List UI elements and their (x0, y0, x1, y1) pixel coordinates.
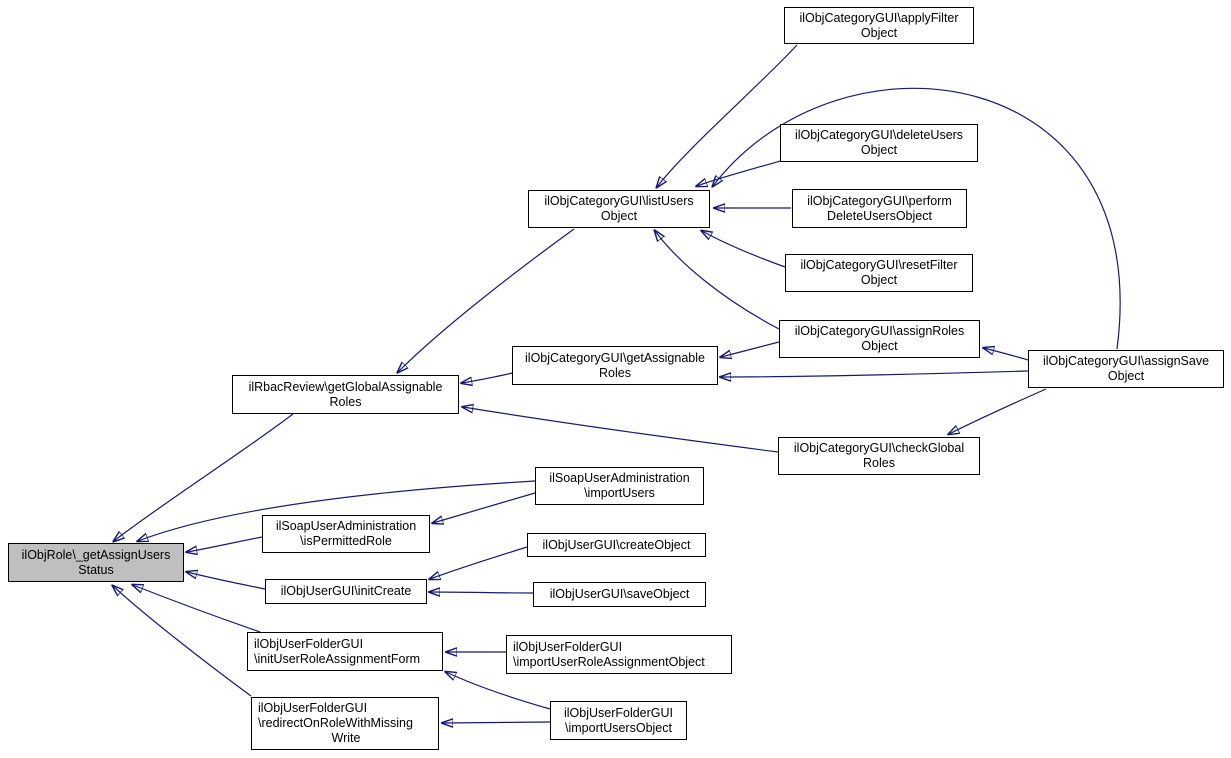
node-label-line: \importUserRoleAssignmentObject (513, 654, 705, 669)
edge-createobject-to-initcreate (430, 546, 528, 579)
edge-inituserrole-to-main (133, 585, 261, 633)
edge-redirectonrole-to-main (113, 586, 252, 697)
node-label-line: ilObjUserFolderGUI (258, 701, 368, 715)
edge-assignroles-to-getassignable (721, 341, 780, 357)
node-ilobjrole-getassignusersstatus: ilObjRole\_getAssignUsers Status (8, 543, 184, 582)
edge-applyfilter-to-listusers (657, 44, 798, 187)
edge-resetfilter-to-listusers (702, 231, 786, 268)
node-inituserroleassignmentform[interactable]: ilObjUserFolderGUI \initUserRoleAssignme… (247, 632, 443, 671)
edge-soapimport-to-soappermitted (433, 492, 536, 523)
node-label-line: \initUserRoleAssignmentForm (254, 651, 421, 666)
node-applyfilterobject[interactable]: ilObjCategoryGUI\applyFilter Object (784, 7, 974, 44)
node-label-line: ilObjUserFolderGUI (254, 636, 364, 651)
node-getassignableroles[interactable]: ilObjCategoryGUI\getAssignable Roles (512, 346, 718, 385)
edge-soappermitted-to-main (187, 536, 263, 552)
edge-assignsave-to-listusers-arc (713, 87, 1121, 350)
node-label-line: Roles (329, 394, 362, 409)
node-label-line: Object (860, 25, 898, 40)
node-label-line: ilObjCategoryGUI\perform (807, 193, 952, 208)
edge-saveobject-to-initcreate (430, 592, 534, 593)
node-label-line: Object (860, 143, 898, 157)
node-label-line: \isPermittedRole (300, 534, 392, 548)
node-label-line: Object (860, 273, 898, 287)
node-performdeleteusersobject[interactable]: ilObjCategoryGUI\perform DeleteUsersObje… (792, 189, 967, 228)
node-assignsaveobject[interactable]: ilObjCategoryGUI\assignSave Object (1028, 350, 1224, 388)
node-label-line: ilSoapUserAdministration (275, 519, 417, 533)
edge-assignsave-to-checkglobal (949, 388, 1047, 434)
edge-initcreate-to-main (187, 572, 266, 590)
edge-rbacreview-to-main (114, 413, 294, 541)
node-importusersobject[interactable]: ilObjUserFolderGUI \importUsersObject (550, 701, 687, 740)
node-resetfilterobject[interactable]: ilObjCategoryGUI\resetFilter Object (785, 254, 973, 292)
node-label-line: ilRbacReview\getGlobalAssignable (248, 379, 443, 394)
node-label-line: Object (861, 339, 898, 353)
node-assignrolesobject[interactable]: ilObjCategoryGUI\assignRoles Object (779, 320, 980, 358)
edge-importusersobject-to-inituserrole (446, 672, 551, 710)
edge-importusersobject-to-redirectonrole (443, 722, 551, 723)
node-label-line: ilObjRole\_getAssignUsers (21, 547, 171, 562)
node-label-line: ilObjCategoryGUI\deleteUsers (794, 128, 964, 142)
node-redirectonrolewithmissingwrite[interactable]: ilObjUserFolderGUI \redirectOnRoleWithMi… (251, 697, 439, 750)
node-label-line: Roles (599, 365, 631, 380)
edge-assignsave-to-getassignable (721, 370, 1029, 377)
node-label-line: ilObjCategoryGUI\resetFilter (800, 258, 958, 272)
node-label-line: Write (331, 731, 361, 745)
node-label-line: Status (78, 562, 114, 577)
edge-getassignable-to-rbacreview (462, 372, 513, 383)
edge-deleteusers-to-listusers (697, 159, 785, 186)
node-label-line: ilObjCategoryGUI\listUsers (544, 194, 694, 208)
edge-listusers-to-rbacreview (398, 228, 575, 372)
node-label-line: ilObjUserGUI\initCreate (280, 584, 412, 598)
edge-assignroles-to-listusers (655, 231, 780, 330)
node-label-line: Object (1107, 369, 1145, 383)
node-checkglobalroles[interactable]: ilObjCategoryGUI\checkGlobal Roles (778, 437, 980, 475)
node-deleteusersobject[interactable]: ilObjCategoryGUI\deleteUsers Object (780, 124, 978, 162)
node-label-line: Roles (863, 456, 895, 470)
node-initcreate[interactable]: ilObjUserGUI\initCreate (265, 579, 427, 604)
node-soap-ispermittedrole[interactable]: ilSoapUserAdministration \isPermittedRol… (262, 515, 430, 553)
node-soap-importusers[interactable]: ilSoapUserAdministration \importUsers (535, 467, 704, 505)
node-label-line: \importUsers (584, 486, 655, 500)
node-label-line: Object (600, 209, 638, 223)
node-label-line: ilObjUserFolderGUI (563, 705, 674, 720)
node-label-line: ilObjCategoryGUI\applyFilter (799, 10, 959, 25)
node-label-line: ilObjCategoryGUI\checkGlobal (793, 441, 965, 455)
node-label-line: \importUsersObject (565, 720, 672, 735)
node-listusersobject[interactable]: ilObjCategoryGUI\listUsers Object (528, 190, 710, 228)
node-label-line: ilObjCategoryGUI\assignSave (1042, 354, 1210, 368)
node-label-line: ilObjUserGUI\createObject (542, 537, 691, 552)
node-label-line: ilSoapUserAdministration (549, 471, 690, 485)
node-getglobalassignableroles[interactable]: ilRbacReview\getGlobalAssignable Roles (232, 375, 459, 414)
edge-assignsave-to-assignroles (984, 348, 1029, 361)
node-label-line: ilObjUserFolderGUI (513, 639, 623, 654)
node-saveobject[interactable]: ilObjUserGUI\saveObject (533, 582, 706, 607)
edge-soapimport-to-main (138, 480, 536, 541)
node-label-line: ilObjCategoryGUI\assignRoles (794, 324, 965, 338)
node-label-line: \redirectOnRoleWithMissing (258, 716, 413, 730)
node-label-line: ilObjCategoryGUI\getAssignable (525, 350, 705, 365)
node-importuserroleassignmentobject[interactable]: ilObjUserFolderGUI \importUserRoleAssign… (506, 635, 732, 674)
node-label-line: DeleteUsersObject (827, 208, 932, 223)
edge-checkglobal-to-rbacreview (463, 407, 779, 453)
node-createobject[interactable]: ilObjUserGUI\createObject (527, 533, 706, 557)
node-label-line: ilObjUserGUI\saveObject (549, 587, 690, 601)
